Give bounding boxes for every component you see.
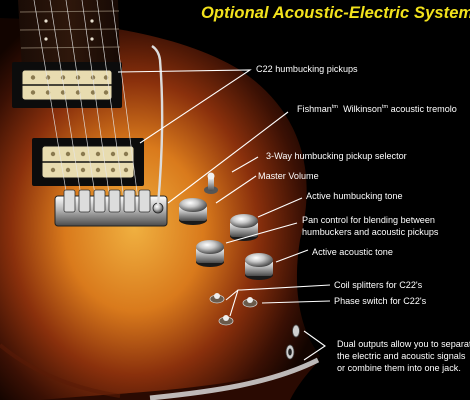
active-humbucking-tone-knob [230, 214, 258, 241]
leader-selector [231, 156, 259, 173]
label-phase-switch: Phase switch for C22's [334, 296, 427, 306]
label-tremolo-rest: acoustic tremolo [390, 104, 457, 114]
coil-splitter-switch-2 [218, 315, 234, 326]
label-selector: 3-Way humbucking pickup selector [266, 151, 407, 161]
leader-master [215, 175, 257, 204]
tremolo-bridge [54, 189, 168, 227]
leader-active-acoustic [275, 249, 309, 263]
label-dual-outputs: Dual outputs allow you to separate the e… [337, 338, 470, 374]
label-active-humbucking-tone: Active humbucking tone [306, 191, 403, 201]
tremolo-arm [151, 45, 164, 206]
pan-control-knob [196, 240, 224, 267]
leader-phase [261, 300, 331, 304]
output-jacks [285, 324, 300, 360]
leader-pickups [117, 69, 252, 144]
strings [33, 0, 141, 216]
leader-outputs [303, 330, 326, 361]
label-coil-splitters: Coil splitters for C22's [334, 280, 423, 290]
label-pickups: C22 humbucking pickups [256, 64, 358, 74]
label-active-acoustic-tone: Active acoustic tone [312, 247, 393, 257]
page-title: Optional Acoustic-Electric System [201, 4, 470, 22]
pickup-selector-switch [204, 172, 218, 194]
mini-switches [209, 293, 258, 326]
label-tremolo-brand2: Wilkinson [343, 104, 382, 114]
active-acoustic-tone-knob [245, 253, 273, 280]
label-outputs-line2: the electric and acoustic signals [337, 351, 466, 361]
label-pan-line2: humbuckers and acoustic pickups [302, 227, 439, 237]
label-outputs-line1: Dual outputs allow you to separate [337, 339, 470, 349]
label-tremolo: Fishmantm Wilkinsontm acoustic tremolo [297, 101, 457, 115]
control-knobs [179, 198, 273, 280]
coil-splitter-switch-1 [209, 293, 225, 304]
leader-coil [225, 284, 331, 317]
leader-active-hb [257, 197, 303, 218]
neck-pickup [12, 62, 122, 108]
label-tremolo-tm1: tm [331, 104, 338, 110]
bridge-pickup [32, 138, 144, 186]
label-pan-line1: Pan control for blending between [302, 215, 435, 225]
label-tremolo-brand1: Fishman [297, 104, 332, 114]
label-master-volume: Master Volume [258, 171, 319, 181]
phase-switch [242, 297, 258, 308]
leader-pan [225, 222, 298, 244]
leader-lines [117, 69, 331, 361]
label-outputs-line3: or combine them into one jack. [337, 363, 461, 373]
leader-tremolo [167, 111, 289, 204]
master-volume-knob [179, 198, 207, 225]
label-pan-control: Pan control for blending between humbuck… [302, 214, 438, 238]
label-tremolo-tm2: tm [381, 104, 389, 110]
